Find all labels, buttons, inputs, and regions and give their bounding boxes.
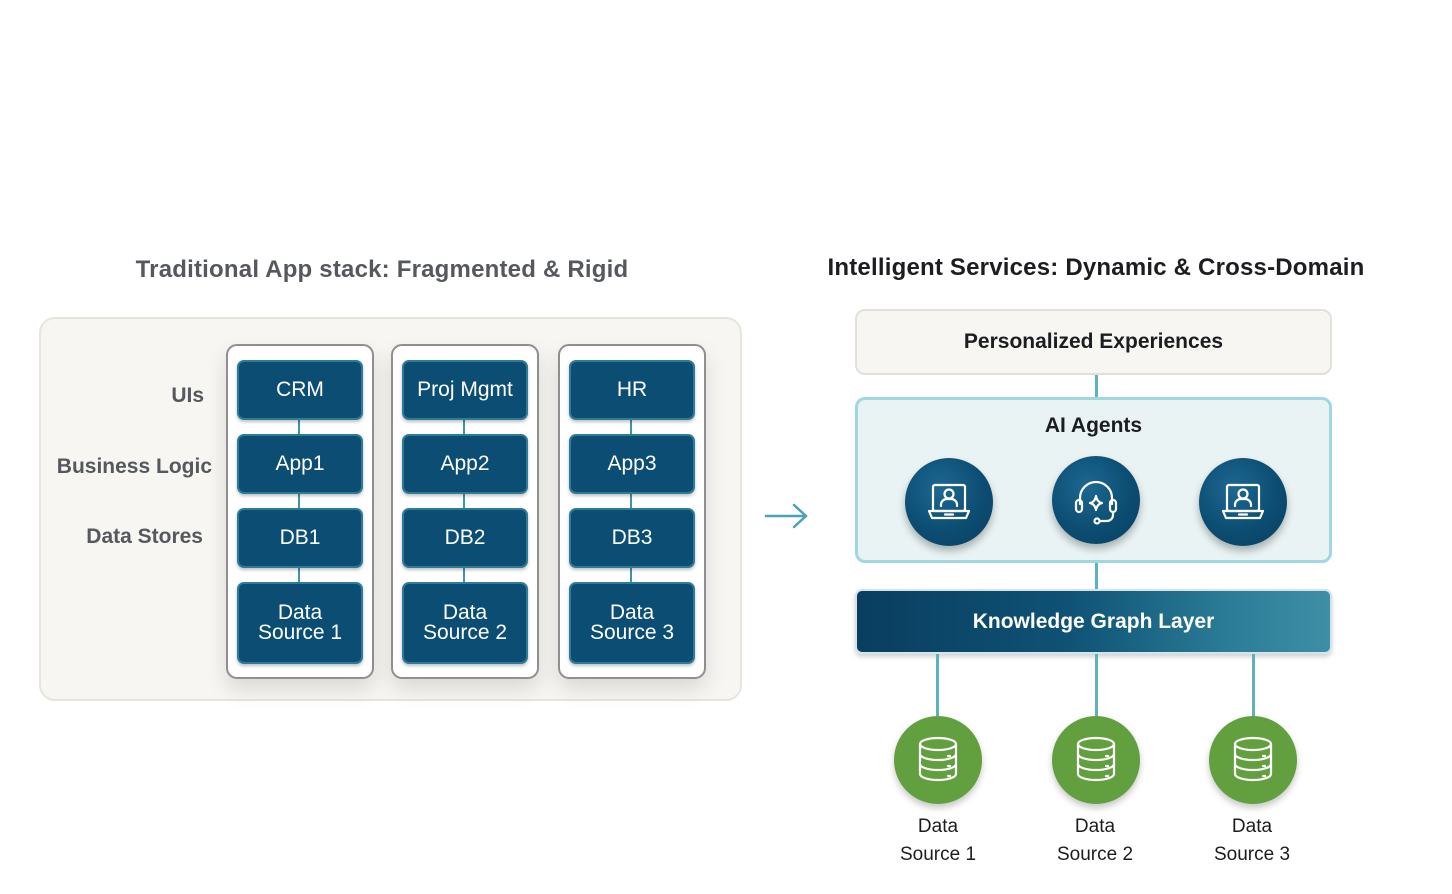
data-source-3-line2: Source 3 — [589, 621, 675, 644]
database-icon — [918, 736, 958, 782]
data-source-label-3-line1: Data — [1231, 816, 1273, 837]
data-source-circle-3 — [1209, 716, 1297, 804]
knowledge-graph-layer: Knowledge Graph Layer — [855, 589, 1332, 654]
agent-circle-2 — [1052, 456, 1140, 544]
database-icon — [1076, 736, 1116, 782]
data-source-2-line2: Source 2 — [422, 621, 508, 644]
data-source-label-1: Data Source 1 — [868, 813, 1008, 869]
headset-sparkle-icon — [1074, 480, 1118, 525]
agent-circle-1 — [905, 458, 993, 546]
row-label-uis: UIs — [171, 384, 204, 407]
app-box-app2: App2 — [402, 434, 528, 494]
database-icon — [1233, 736, 1273, 782]
connector-kg-source-1 — [936, 654, 939, 718]
row-label-data-stores: Data Stores — [86, 525, 203, 548]
data-source-label-2-line1: Data — [1074, 816, 1116, 837]
row-label-business-logic: Business Logic — [56, 455, 212, 478]
data-source-1-line1: Data — [277, 601, 323, 624]
laptop-user-icon — [1221, 483, 1265, 520]
connector-kg-source-3 — [1252, 654, 1255, 718]
right-title: Intelligent Services: Dynamic & Cross-Do… — [827, 254, 1365, 281]
ui-box-hr: HR — [569, 360, 695, 420]
data-source-label-3: Data Source 3 — [1182, 813, 1322, 869]
data-source-label-1-line2: Source 1 — [899, 844, 977, 865]
ai-agents-title: AI Agents — [1044, 414, 1143, 437]
data-source-2-line1: Data — [442, 601, 488, 624]
connector-agents-kg — [1095, 563, 1098, 589]
ui-box-proj-mgmt: Proj Mgmt — [402, 360, 528, 420]
app-box-app1: App1 — [237, 434, 363, 494]
data-source-label-3-line2: Source 3 — [1213, 844, 1291, 865]
data-source-circle-1 — [894, 716, 982, 804]
connector-kg-source-2 — [1095, 654, 1098, 718]
db-box-db1: DB1 — [237, 508, 363, 568]
data-source-label-1-line1: Data — [917, 816, 959, 837]
connector-personalized-agents — [1095, 375, 1098, 397]
app-box-app3: App3 — [569, 434, 695, 494]
ui-box-crm: CRM — [237, 360, 363, 420]
data-source-label-2-line2: Source 2 — [1056, 844, 1134, 865]
data-source-label-2: Data Source 2 — [1025, 813, 1165, 869]
data-source-3-line1: Data — [609, 601, 655, 624]
agent-circle-3 — [1199, 458, 1287, 546]
arrow-right-icon — [764, 503, 808, 529]
data-source-circle-2 — [1052, 716, 1140, 804]
db-box-db2: DB2 — [402, 508, 528, 568]
left-title: Traditional App stack: Fragmented & Rigi… — [135, 256, 629, 283]
laptop-user-icon — [927, 483, 971, 520]
data-source-1-line2: Source 1 — [257, 621, 343, 644]
db-box-db3: DB3 — [569, 508, 695, 568]
personalized-experiences-layer: Personalized Experiences — [855, 309, 1332, 375]
